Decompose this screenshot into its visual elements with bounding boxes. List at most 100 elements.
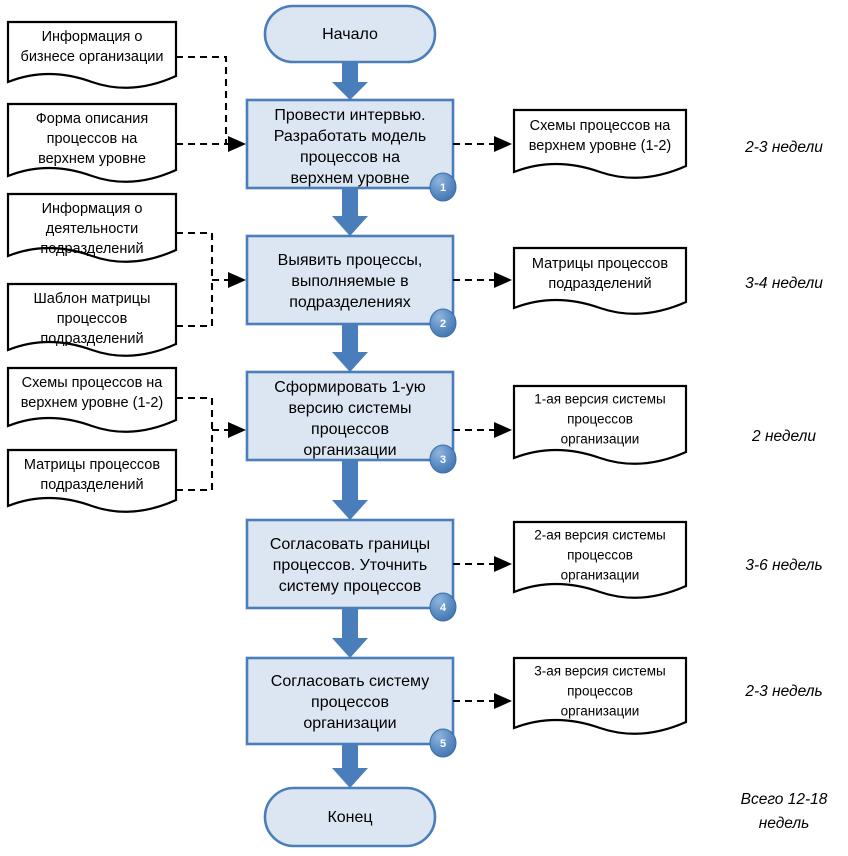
input-doc-2a-line-2: подразделений [40,241,143,257]
step-1-badge [429,172,457,202]
step-2-badge [429,308,457,338]
duration-step-2: 3-4 недели [745,275,823,292]
step-4-badge-number: 4 [440,602,447,614]
end-label: Конец [327,809,372,826]
output-doc-1-shape [512,108,688,179]
step-4-badge [429,592,457,622]
flow-arrow-4-to-5 [332,608,368,658]
input-doc-2b-line-1: процессов [57,311,128,327]
input-doc-2b-line-2: подразделений [40,331,143,347]
step-4-line-0: Согласовать границы [270,536,430,553]
input-doc-2a-shape [6,192,178,263]
input-doc-1b-shape [6,102,178,183]
step-4-line-2: систему процессов [279,578,422,595]
output-doc-1: Схемы процессов на верхнем уровне (1-2) [512,108,688,179]
input-doc-3a-line-1: верхнем уровне (1-2) [21,395,163,411]
connector-output-step-2 [453,272,512,288]
step-1-shape [245,98,455,190]
output-doc-1-line-0: Схемы процессов на [530,118,672,134]
input-doc-1a-line-0: Информация о [42,29,143,45]
output-doc-3: 1-ая версия системы процессов организаци… [512,384,688,465]
connector-output-step-5 [453,693,512,709]
connector-inputs-step-2 [176,231,246,328]
input-doc-1b-line-2: верхнем уровне [38,151,146,167]
step-5-shape [245,656,455,746]
node-step-2: Выявить процессы, выполняемые в подразде… [245,234,457,338]
input-doc-1a: Информация о бизнесе организации [6,20,178,89]
step-5-badge-number: 5 [440,738,446,750]
output-doc-4: 2-ая версия системы процессов организаци… [512,520,688,599]
step-2-badge-number: 2 [440,318,446,330]
connector-inputs-step-1 [176,55,246,152]
output-doc-4-line-2: организации [561,568,640,583]
node-step-5: Согласовать систему процессов организаци… [245,656,457,758]
input-doc-1b: Форма описания процессов на верхнем уров… [6,102,178,183]
step-5-line-1: процессов [311,694,389,711]
input-doc-2b-line-0: Шаблон матрицы [34,291,151,307]
step-4-line-1: процессов. Уточнить [273,557,427,574]
step-3-line-0: Сформировать 1-ую [274,379,425,396]
total-line-1: недель [759,815,810,832]
duration-step-3: 2 недели [751,428,816,445]
duration-step-1: 2-3 недели [744,139,823,156]
step-2-line-2: подразделениях [289,294,411,311]
flow-arrow-2-to-3 [332,324,368,372]
input-doc-3b-shape [6,448,178,513]
input-doc-1b-line-1: процессов на [47,131,139,147]
start-label: Начало [322,26,378,43]
node-end: Конец [263,786,437,848]
node-step-4: Согласовать границы процессов. Уточнить … [245,518,457,622]
step-3-line-1: версию системы [289,400,412,417]
input-doc-2a: Информация о деятельности подразделений [6,192,178,263]
input-doc-1a-line-1: бизнесе организации [21,49,164,65]
input-doc-2b-shape [6,282,178,357]
step-3-badge [429,444,457,474]
output-doc-5-line-0: 3-ая версия системы [534,664,666,679]
total-line-0: Всего 12-18 [741,791,828,808]
step-1-line-2: процессов на [300,149,400,166]
step-1-line-0: Провести интервью. [274,107,425,124]
step-3-line-2: процессов [311,421,389,438]
node-step-1: Провести интервью. Разработать модель пр… [245,98,457,202]
step-4-shape [245,518,455,610]
step-2-line-0: Выявить процессы, [278,252,423,269]
output-doc-5-shape [512,656,688,735]
end-shape [263,786,437,848]
input-doc-2b: Шаблон матрицы процессов подразделений [6,282,178,357]
input-doc-1b-line-0: Форма описания [36,111,149,127]
input-doc-3a-shape [6,366,178,433]
step-5-badge [429,728,457,758]
step-2-line-1: выполняемые в [291,273,408,290]
flow-arrow-3-to-4 [332,460,368,520]
flow-arrow-1-to-2 [332,188,368,236]
output-doc-4-line-1: процессов [567,548,633,563]
output-doc-5-line-2: организации [561,704,640,719]
output-doc-3-line-2: организации [561,432,640,447]
output-doc-2-line-0: Матрицы процессов [532,256,668,272]
output-doc-2-line-1: подразделений [548,276,651,292]
output-doc-3-line-0: 1-ая версия системы [534,392,666,407]
duration-step-4: 3-6 недель [745,557,822,574]
output-doc-5: 3-ая версия системы процессов организаци… [512,656,688,735]
step-3-line-3: организации [303,442,396,459]
output-doc-2: Матрицы процессов подразделений [512,246,688,315]
step-5-line-2: организации [303,715,396,732]
connector-output-step-3 [453,422,512,438]
node-step-3: Сформировать 1-ую версию системы процесс… [245,370,457,474]
duration-step-5: 2-3 недель [744,683,822,700]
input-doc-1a-shape [6,20,178,89]
input-doc-3b-line-1: подразделений [40,477,143,493]
node-start: Начало [263,4,437,64]
step-1-badge-number: 1 [440,182,446,194]
connector-output-step-4 [453,556,512,572]
total-duration: Всего 12-18 недель [741,791,828,832]
output-doc-4-line-0: 2-ая версия системы [534,528,666,543]
input-doc-3a-line-0: Схемы процессов на [22,375,164,391]
output-doc-5-line-1: процессов [567,684,633,699]
step-1-line-1: Разработать модель [274,128,426,145]
step-1-line-3: верхнем уровне [291,170,410,187]
step-3-badge-number: 3 [440,454,446,466]
connector-output-step-1 [453,136,512,152]
